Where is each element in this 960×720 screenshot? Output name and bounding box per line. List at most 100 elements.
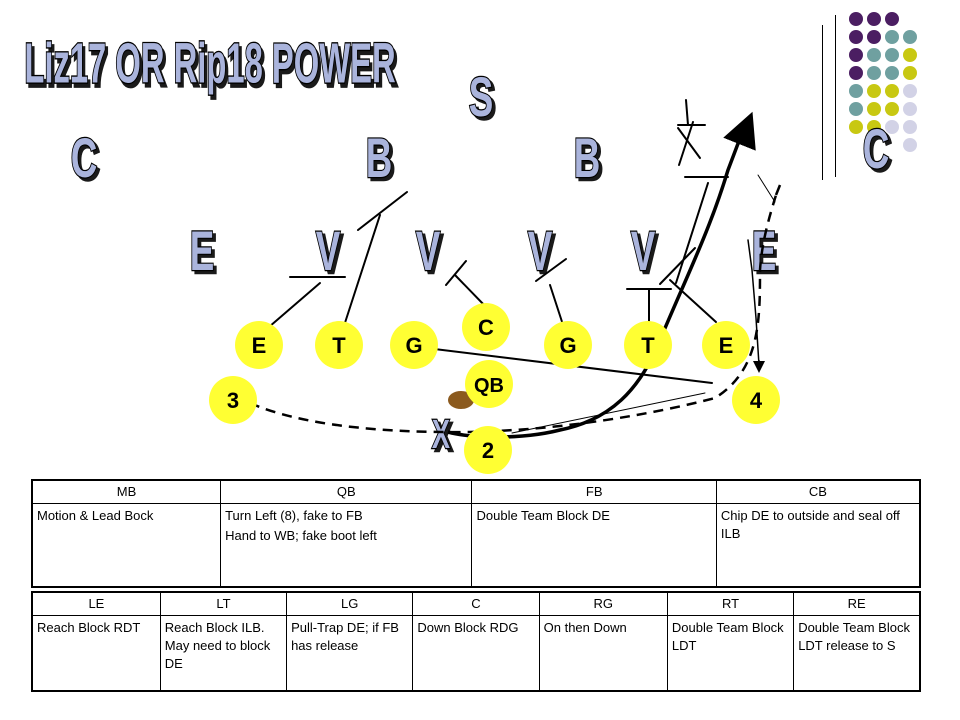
decorative-dot	[903, 48, 917, 62]
backfield-assignment-table: MB QB FB CB Motion & Lead Bock Turn Left…	[31, 479, 921, 588]
decorative-dot	[885, 102, 899, 116]
release-mark-1	[677, 127, 701, 159]
player-right-guard-label: G	[559, 333, 576, 358]
block-line-lt	[341, 214, 381, 333]
line-assignment-table: LE LT LG C RG RT RE Reach Block RDT Reac…	[31, 591, 921, 692]
block-stop-rg	[535, 258, 567, 282]
release-mark-2	[678, 121, 694, 166]
decorative-dot	[867, 102, 881, 116]
decorative-dot	[849, 84, 863, 98]
motion-path-dashed	[249, 194, 778, 434]
table-cell-cb: Chip DE to outside and seal off ILB	[715, 503, 921, 588]
player-right-end-label: E	[719, 333, 734, 358]
table-header-cell: CB	[715, 479, 921, 504]
decorative-dot	[885, 84, 899, 98]
ball-carrier-path	[447, 132, 744, 439]
block-stop-re	[659, 247, 696, 285]
table-header-cell: FB	[471, 479, 717, 504]
defense-v4-label: V	[631, 221, 656, 282]
defense-v2-label: V	[416, 221, 441, 282]
decorative-dot	[903, 66, 917, 80]
table-header-cell: C	[412, 591, 540, 616]
decorative-dot	[867, 12, 881, 26]
defense-safety-label: S	[469, 67, 494, 128]
decorative-dot	[885, 48, 899, 62]
player-quarterback	[465, 360, 513, 408]
table-cell-re: Double Team Block LDT release to S	[793, 615, 921, 692]
decorative-dot	[849, 12, 863, 26]
block-line-c	[454, 274, 488, 309]
decorative-dot	[867, 84, 881, 98]
table-header-cell: LG	[286, 591, 414, 616]
decorative-dot	[849, 30, 863, 44]
player-right-end	[702, 321, 750, 369]
release-mark-3	[677, 99, 706, 126]
player-right-tackle-label: T	[641, 333, 655, 358]
football-icon	[448, 391, 474, 409]
x-mark-label: X	[432, 413, 450, 458]
player-back-3-label: 3	[227, 388, 239, 413]
decorative-dot	[903, 84, 917, 98]
table-cell-qb-line1: Turn Left (8), fake to FB	[225, 508, 363, 523]
table-cell-lt: Reach Block ILB. May need to block DE	[159, 615, 288, 692]
decorative-dot	[867, 48, 881, 62]
decorative-divider-line	[822, 25, 823, 180]
player-back-4	[732, 376, 780, 424]
player-center	[462, 303, 510, 351]
defense-v1-label: V	[316, 221, 341, 282]
player-left-end-label: E	[252, 333, 267, 358]
player-center-label: C	[478, 315, 494, 340]
wb-path-line	[747, 239, 760, 366]
defense-v3-label: V	[528, 221, 553, 282]
decorative-dot	[849, 48, 863, 62]
tick-mark	[757, 174, 776, 203]
decorative-dot	[867, 30, 881, 44]
decorative-dot	[885, 30, 899, 44]
blocking-lines	[261, 99, 776, 434]
decorative-dot	[867, 120, 881, 134]
table-header-cell: LT	[159, 591, 288, 616]
player-left-tackle	[315, 321, 363, 369]
defense-backer-left-label: B	[366, 128, 393, 189]
decorative-dot	[867, 66, 881, 80]
table-cell-mb: Motion & Lead Bock	[31, 503, 222, 588]
table-cell-qb-line2: Hand to WB; fake boot left	[225, 528, 377, 543]
table-header-cell: RT	[666, 591, 795, 616]
player-back-2	[464, 426, 512, 474]
defense-end-left-label: E	[190, 221, 215, 282]
table-cell-c: Down Block RDG	[412, 615, 540, 692]
player-back-4-label: 4	[750, 388, 763, 413]
player-back-3	[209, 376, 257, 424]
decorative-dot	[849, 120, 863, 134]
decorative-dot	[903, 30, 917, 44]
player-left-end	[235, 321, 283, 369]
table-cell-rt: Double Team Block LDT	[666, 615, 795, 692]
defense-end-right-label: E	[752, 221, 777, 282]
table-cell-rg: On then Down	[538, 615, 668, 692]
player-right-tackle	[624, 321, 672, 369]
decorative-dot	[885, 66, 899, 80]
decorative-dot	[903, 138, 917, 152]
defense-corner-left-label: C	[71, 128, 98, 189]
table-header-cell: LE	[31, 591, 161, 616]
motion-path-dashed-tip	[774, 184, 782, 196]
block-line-re	[669, 279, 717, 323]
player-quarterback-label: QB	[474, 375, 504, 397]
play-title: Liz17 OR Rip18 POWER	[24, 31, 395, 95]
player-back-2-label: 2	[482, 438, 494, 463]
table-cell-qb: Turn Left (8), fake to FB Hand to WB; fa…	[220, 503, 473, 588]
decorative-dot	[903, 120, 917, 134]
decorative-dot	[885, 120, 899, 134]
block-stop-lt	[357, 191, 408, 231]
block-stop-c	[445, 260, 467, 286]
decorative-dot	[885, 12, 899, 26]
player-left-tackle-label: T	[332, 333, 346, 358]
defense-backer-right-label: B	[574, 128, 601, 189]
player-left-guard-label: G	[405, 333, 422, 358]
decorative-divider-line	[835, 15, 836, 177]
table-cell-fb: Double Team Block DE	[471, 503, 717, 588]
decorative-dot	[849, 66, 863, 80]
table-cell-le: Reach Block RDT	[31, 615, 161, 692]
defense-corner-right-label: C	[863, 119, 890, 180]
